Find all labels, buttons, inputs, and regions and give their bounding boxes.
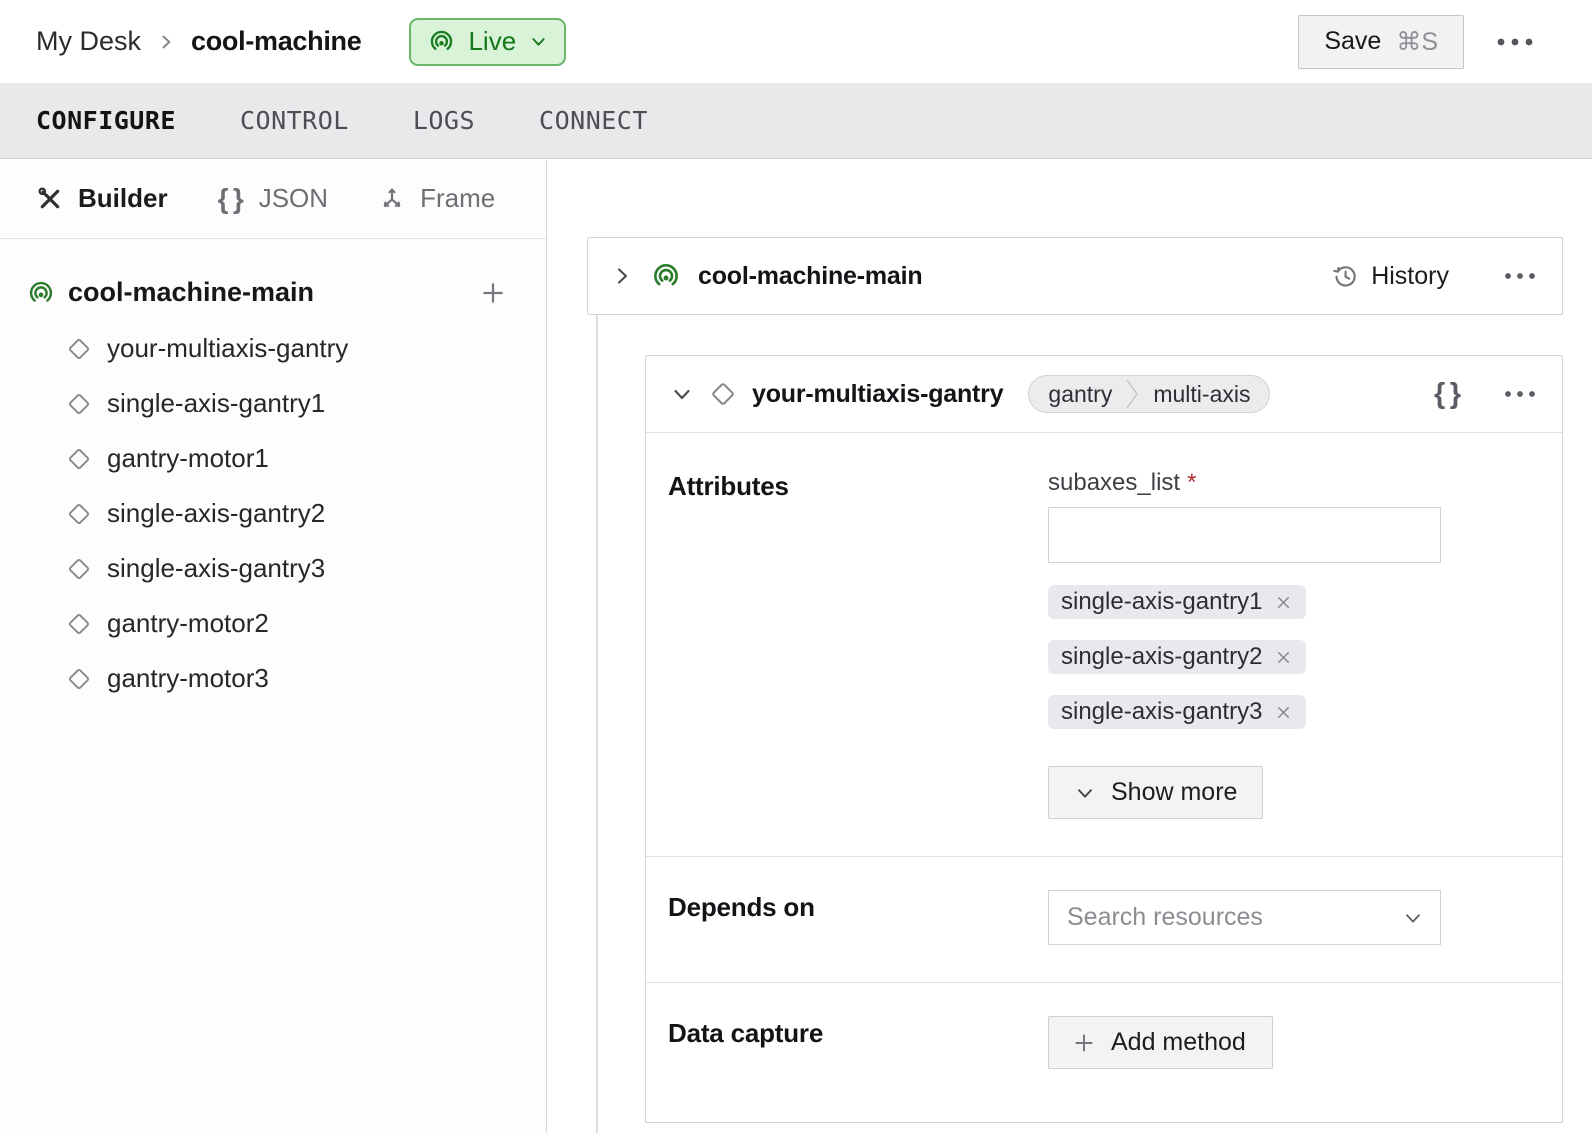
diamond-icon <box>712 383 734 405</box>
depends-on-section: Depends on Search resources <box>646 857 1562 983</box>
select-placeholder: Search resources <box>1067 903 1263 931</box>
expand-card-button[interactable] <box>610 264 634 288</box>
save-shortcut-hint: ⌘S <box>1396 27 1438 56</box>
close-icon <box>1278 706 1290 718</box>
chevron-down-icon <box>1078 788 1092 798</box>
tab-logs[interactable]: LOGS <box>412 106 476 135</box>
edit-json-button[interactable]: { } <box>1434 377 1462 410</box>
tree-item[interactable]: single-axis-gantry1 <box>0 376 546 431</box>
broadcast-icon <box>428 28 455 55</box>
tag-model: multi-axis <box>1153 380 1251 407</box>
show-more-button[interactable]: Show more <box>1048 766 1264 819</box>
component-card-more-menu[interactable] <box>1504 390 1536 398</box>
depends-on-select[interactable]: Search resources <box>1048 890 1441 945</box>
header-more-menu-button[interactable] <box>1496 37 1534 47</box>
machine-card-more-menu[interactable] <box>1504 272 1536 280</box>
ellipsis-icon <box>1497 38 1533 45</box>
depends-on-label: Depends on <box>668 892 815 922</box>
machine-part-card: cool-machine-main History <box>587 237 1563 315</box>
subaxis-chip: single-axis-gantry3 <box>1048 695 1307 729</box>
view-frame[interactable]: Frame <box>378 183 495 214</box>
braces-icon: { } <box>217 182 245 214</box>
header-actions: Save ⌘S <box>1298 14 1592 69</box>
tag-type: gantry <box>1048 380 1113 407</box>
breadcrumb-parent-link[interactable]: My Desk <box>36 26 142 56</box>
diamond-icon <box>68 338 90 359</box>
data-capture-label: Data capture <box>668 1018 824 1048</box>
attributes-section: Attributes subaxes_list* single-axis-gan… <box>646 433 1562 857</box>
tree-item[interactable]: gantry-motor2 <box>0 596 546 651</box>
live-status-dropdown[interactable]: Live <box>409 17 567 66</box>
broadcast-icon <box>654 264 678 286</box>
content: Builder { } JSON Frame <box>0 159 1592 1133</box>
subaxes-field-label: subaxes_list* <box>1048 469 1197 496</box>
tree-item[interactable]: single-axis-gantry2 <box>0 486 546 541</box>
view-switcher: Builder { } JSON Frame <box>0 159 546 239</box>
tree-item[interactable]: single-axis-gantry3 <box>0 541 546 596</box>
add-resource-button[interactable] <box>478 278 508 308</box>
required-marker: * <box>1187 469 1197 496</box>
machine-tab-bar: CONFIGURE CONTROL LOGS CONNECT <box>0 83 1592 159</box>
tree-item[interactable]: your-multiaxis-gantry <box>0 321 546 376</box>
tab-configure[interactable]: CONFIGURE <box>36 106 176 135</box>
tab-control[interactable]: CONTROL <box>239 106 349 135</box>
diamond-icon <box>68 448 90 469</box>
tree-item[interactable]: gantry-motor3 <box>0 651 546 706</box>
config-main-panel: cool-machine-main History your-mul <box>547 159 1592 1133</box>
subaxis-chip: single-axis-gantry1 <box>1048 585 1307 619</box>
add-method-button[interactable]: Add method <box>1048 1016 1273 1069</box>
subaxis-chip: single-axis-gantry2 <box>1048 640 1307 674</box>
attributes-label: Attributes <box>668 471 789 501</box>
subaxes-input[interactable] <box>1048 507 1441 563</box>
diamond-icon <box>68 613 90 634</box>
component-title: your-multiaxis-gantry <box>752 379 1004 408</box>
breadcrumb-current: cool-machine <box>191 26 362 56</box>
close-icon <box>1278 596 1290 608</box>
collapse-card-button[interactable] <box>670 382 694 406</box>
diamond-icon <box>68 503 90 524</box>
close-icon <box>1278 651 1290 663</box>
tree-item-machine-part[interactable]: cool-machine-main <box>0 264 546 321</box>
broadcast-icon <box>29 281 53 302</box>
component-card-actions: { } <box>1434 378 1536 411</box>
history-clock-icon <box>1333 266 1356 287</box>
remove-chip-button[interactable] <box>1274 703 1293 722</box>
component-type-tags: gantry multi-axis <box>1028 375 1271 413</box>
subaxes-chip-list: single-axis-gantry1 single-axis-gantry2 … <box>1048 585 1441 729</box>
chevron-right-icon <box>156 32 176 52</box>
ellipsis-icon <box>1505 273 1535 279</box>
tag-divider-chevron <box>1126 379 1139 409</box>
data-capture-section: Data capture Add method <box>646 983 1562 1122</box>
save-button[interactable]: Save ⌘S <box>1298 14 1464 69</box>
live-label: Live <box>468 26 517 56</box>
chevron-down-icon <box>674 389 690 400</box>
component-card-header: your-multiaxis-gantry gantry multi-axis … <box>646 356 1562 433</box>
machine-part-title: cool-machine-main <box>698 261 923 290</box>
component-card: your-multiaxis-gantry gantry multi-axis … <box>645 355 1563 1123</box>
diamond-icon <box>68 668 90 689</box>
resource-tree: cool-machine-main your-multiaxis-gantry … <box>0 239 546 706</box>
remove-chip-button[interactable] <box>1274 648 1293 667</box>
diamond-icon <box>68 558 90 579</box>
breadcrumb: My Desk cool-machine <box>36 26 362 57</box>
history-button[interactable]: History <box>1331 262 1449 291</box>
remove-chip-button[interactable] <box>1274 593 1293 612</box>
tab-connect[interactable]: CONNECT <box>539 106 648 135</box>
view-json[interactable]: { } JSON <box>217 182 329 214</box>
frame-axes-icon <box>383 188 401 207</box>
plus-icon <box>1075 1033 1093 1052</box>
view-builder[interactable]: Builder <box>36 183 168 214</box>
config-sidebar: Builder { } JSON Frame <box>0 159 547 1133</box>
attributes-fields: subaxes_list* single-axis-gantry1 single… <box>1048 469 1441 819</box>
ellipsis-icon <box>1505 391 1535 397</box>
tools-icon <box>38 187 60 208</box>
nesting-rail <box>596 315 598 1133</box>
tree-item[interactable]: gantry-motor1 <box>0 431 546 486</box>
chevron-down-icon <box>1406 913 1420 923</box>
chevron-down-icon <box>529 32 548 51</box>
chevron-right-icon <box>617 268 628 284</box>
plus-icon <box>483 282 503 303</box>
app-header: My Desk cool-machine Live Save ⌘S <box>0 0 1592 83</box>
diamond-icon <box>68 393 90 414</box>
